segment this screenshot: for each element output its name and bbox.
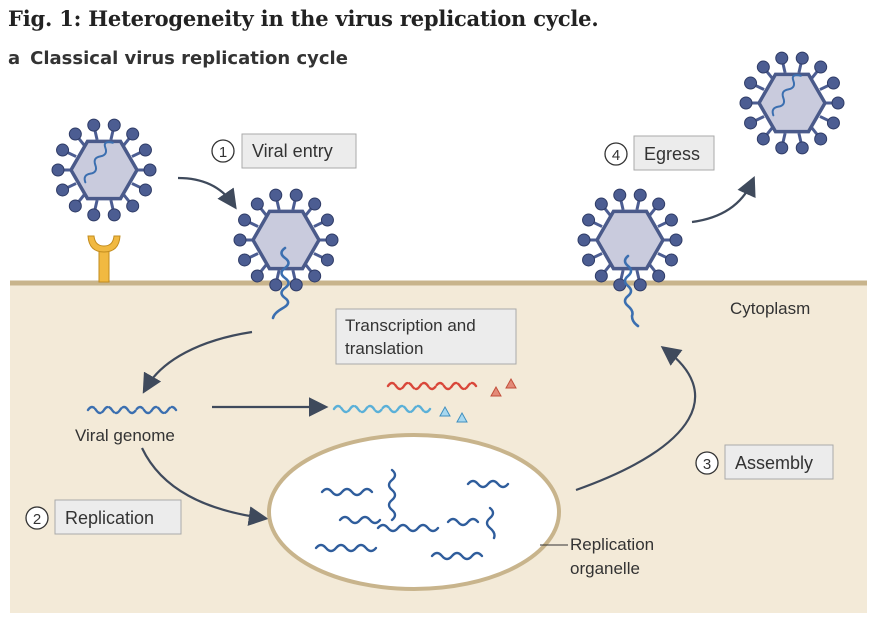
replicating-rna-strands <box>314 468 510 561</box>
transcription-label-line2: translation <box>345 339 423 358</box>
transcription-translation-box: Transcription and translation <box>335 308 517 365</box>
panel-title-text: Classical virus replication cycle <box>30 48 348 69</box>
virus-particle-budding-icon <box>577 188 683 292</box>
step-1-label: Viral entry <box>252 141 333 161</box>
step-assembly: 3 Assembly <box>695 444 834 480</box>
step-3-label: Assembly <box>735 453 813 473</box>
viral-rna-entering <box>271 246 290 320</box>
panel-letter: a <box>8 48 21 69</box>
virus-particle-free-icon <box>51 118 157 222</box>
replication-organelle <box>267 433 561 591</box>
organelle-label-line1: Replication <box>570 535 654 554</box>
receptor-icon <box>87 235 121 283</box>
arrow-to-genome <box>142 330 253 394</box>
panel-title: a Classical virus replication cycle <box>8 48 348 69</box>
step-2-number: 2 <box>33 511 41 528</box>
viral-rna-assembling <box>623 254 640 328</box>
step-2-label: Replication <box>65 508 154 528</box>
step-3-number: 3 <box>703 456 711 473</box>
cytoplasm-label: Cytoplasm <box>730 299 810 318</box>
arrow-egress <box>691 175 756 224</box>
step-egress: 4 Egress <box>604 135 715 171</box>
virus-particle-entering-icon <box>233 188 339 292</box>
protein-red-2-icon <box>505 377 517 389</box>
step-1-number: 1 <box>219 144 227 161</box>
step-4-number: 4 <box>612 147 620 164</box>
arrow-entry <box>177 176 237 210</box>
step-replication: 2 Replication <box>25 499 182 535</box>
arrow-assembly <box>575 346 697 492</box>
step-1-number-circle <box>211 139 235 163</box>
protein-cyan-2-icon <box>456 411 468 423</box>
step-3-number-circle <box>695 451 719 475</box>
protein-red-1-icon <box>490 385 502 397</box>
step-4-label: Egress <box>644 144 700 164</box>
virus-particle-released-icon <box>739 51 845 155</box>
mrna-cyan-strand <box>332 404 432 414</box>
organelle-label-line2: organelle <box>570 559 640 578</box>
protein-cyan-1-icon <box>439 405 451 417</box>
viral-genome-strand <box>86 405 178 415</box>
mrna-red-strand <box>386 381 478 391</box>
step-viral-entry: 1 Viral entry <box>211 133 357 169</box>
transcription-label-line1: Transcription and <box>345 316 476 335</box>
step-4-number-circle <box>604 142 628 166</box>
viral-genome-label: Viral genome <box>75 426 175 445</box>
step-2-number-circle <box>25 506 49 530</box>
arrow-to-organelle <box>141 447 269 526</box>
figure-title: Fig. 1: Heterogeneity in the virus repli… <box>8 6 599 31</box>
